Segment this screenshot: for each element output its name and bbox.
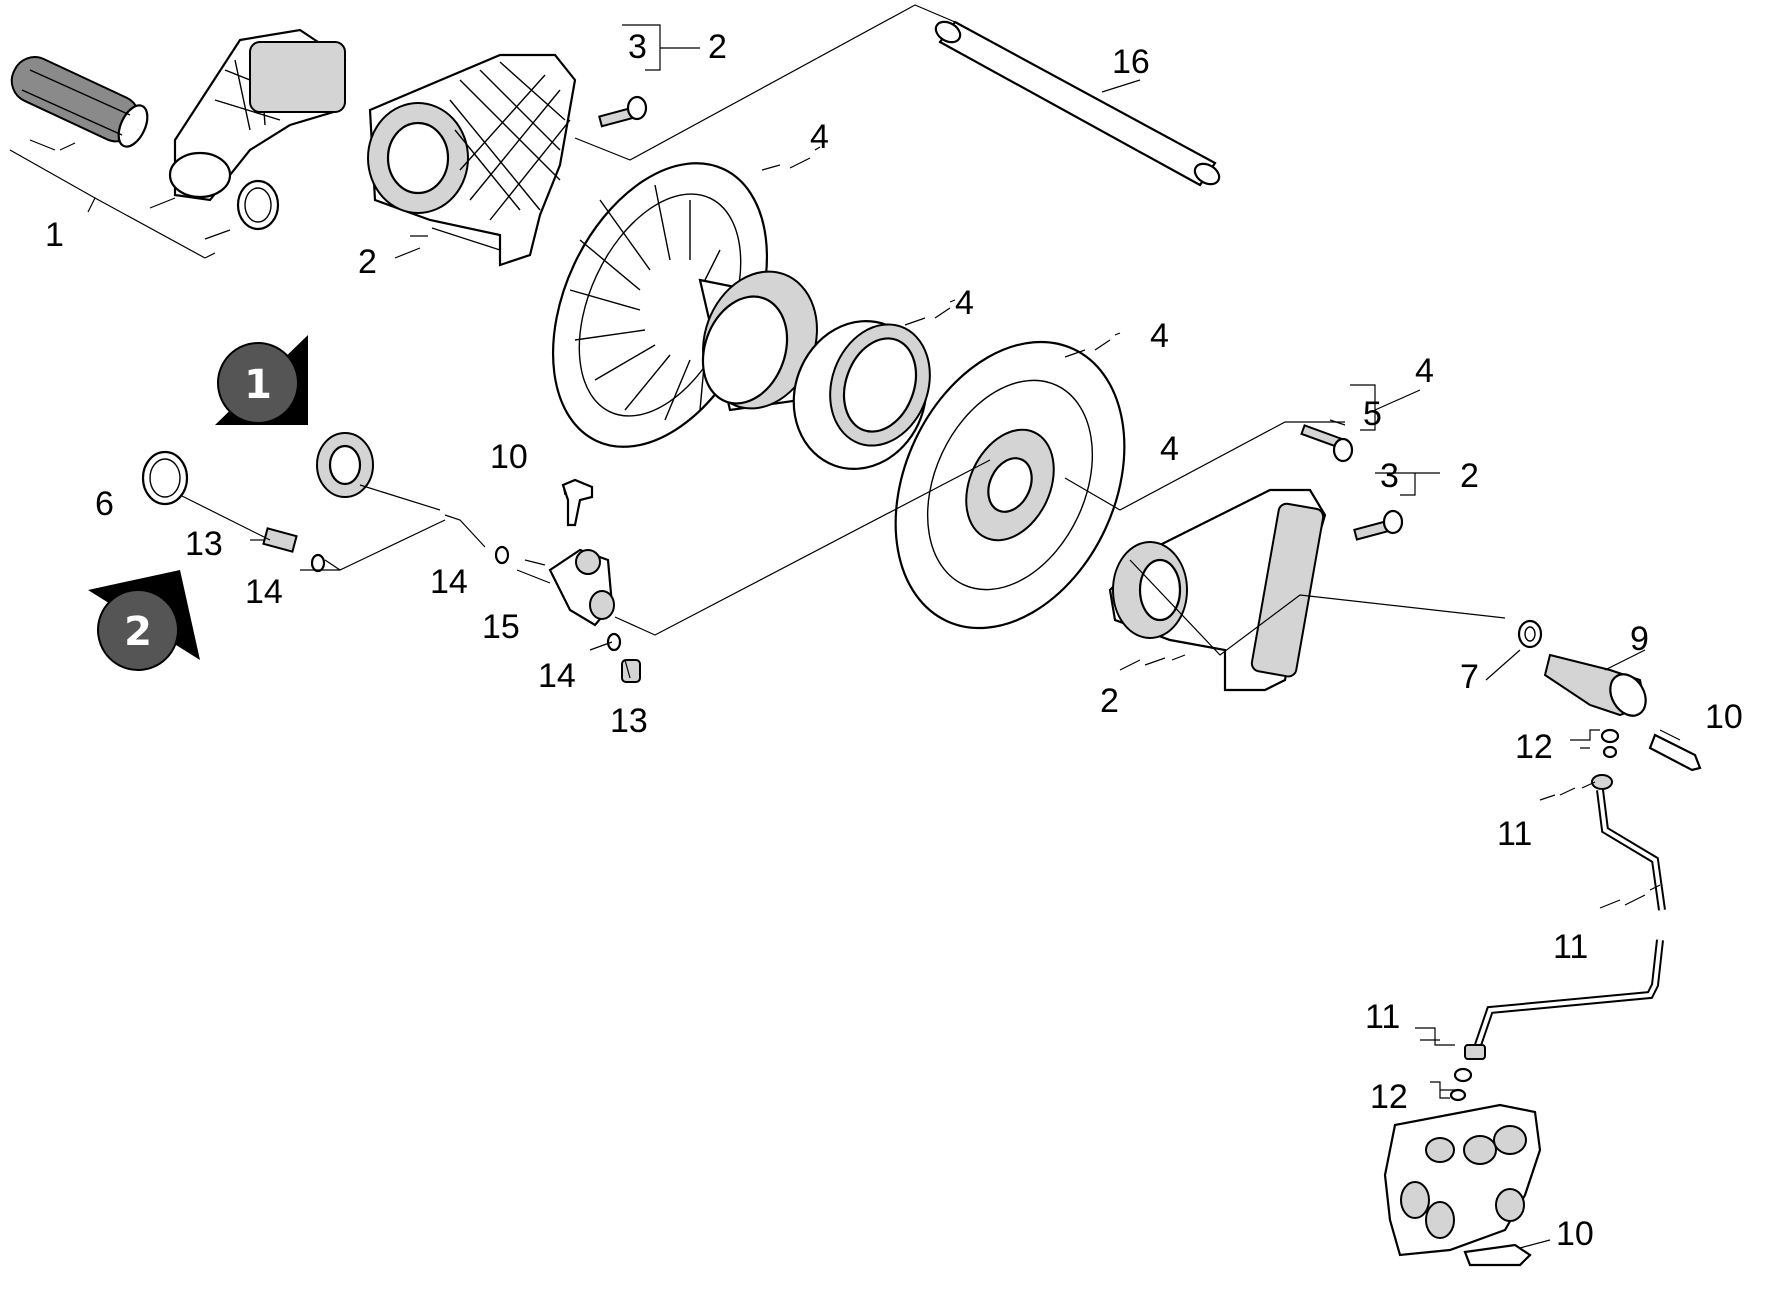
part-15-elbow (548, 548, 615, 627)
label-2-left-bracket: 2 (358, 243, 377, 281)
label-12-bottom: 12 (1370, 1078, 1408, 1116)
label-2-right-top: 2 (1460, 457, 1479, 495)
part-13-nipple-bottom (621, 659, 641, 683)
part-7-washer (1517, 619, 1543, 649)
label-3-right: 3 (1380, 457, 1399, 495)
label-16: 16 (1112, 43, 1150, 81)
part-3-screw-right (1353, 509, 1404, 541)
callout-labels: 1 2 3 2 16 4 4 4 4 5 4 3 2 2 10 6 13 14 … (45, 28, 1743, 1253)
label-4-drum: 4 (810, 118, 829, 156)
label-10-right: 10 (1705, 698, 1743, 736)
label-6: 6 (95, 485, 114, 523)
label-2-right-bracket: 2 (1100, 682, 1119, 720)
label-4-screw: 4 (1415, 352, 1434, 390)
badge-2-number: 2 (124, 609, 152, 655)
part-10-clip-right (1648, 733, 1702, 772)
label-1: 1 (45, 216, 64, 254)
part-16-tube (934, 20, 1221, 187)
part-6-clip (141, 450, 189, 506)
part-10-clip-center (561, 478, 594, 527)
part-12-seal-bottom (1449, 1067, 1473, 1102)
label-5: 5 (1363, 395, 1382, 433)
part-1-grip (10, 56, 149, 148)
label-11-top: 11 (1497, 815, 1532, 853)
part-9-angle-fitting (1543, 653, 1647, 717)
label-13-left: 13 (185, 525, 223, 563)
label-14-center: 14 (430, 563, 468, 601)
part-14-orings (310, 545, 622, 652)
part-1-crank-arm (168, 28, 347, 202)
part-2-right-bracket (1108, 488, 1327, 692)
part-4-reel-drum (551, 162, 818, 448)
label-4-ring: 4 (955, 284, 974, 322)
part-coupling-nut (316, 432, 374, 498)
label-3-top: 3 (628, 28, 647, 66)
label-4-disc: 4 (1150, 317, 1169, 355)
part-5-screw (1300, 424, 1354, 463)
part-4-inner-ring (792, 319, 931, 471)
part-1-ring (236, 179, 280, 231)
label-11-bottom: 11 (1365, 998, 1400, 1036)
label-9: 9 (1630, 620, 1649, 658)
label-14-left: 14 (245, 573, 283, 611)
label-11-middle: 11 (1553, 928, 1588, 966)
label-10-bottom: 10 (1556, 1215, 1594, 1253)
part-2-left-bracket (367, 53, 577, 267)
label-2-top: 2 (708, 28, 727, 66)
part-4-disc (894, 340, 1126, 630)
label-15: 15 (482, 608, 520, 646)
label-12-top: 12 (1515, 728, 1553, 766)
label-13-bottom: 13 (610, 702, 648, 740)
part-3-screw-top (598, 95, 648, 128)
leader-lines (9, 4, 1681, 1249)
badge-2: 2 (88, 570, 200, 671)
label-14-bottom: 14 (538, 657, 576, 695)
part-13-nipple-left (262, 527, 298, 553)
label-7: 7 (1460, 658, 1479, 696)
part-12-seal-top (1600, 728, 1620, 759)
badge-1-number: 1 (244, 362, 272, 408)
label-10-center: 10 (490, 438, 528, 476)
part-11-hose (1464, 774, 1666, 1060)
label-4-bracket: 4 (1160, 430, 1179, 468)
badge-1: 1 (215, 335, 308, 425)
part-pump-head (1383, 1103, 1542, 1267)
